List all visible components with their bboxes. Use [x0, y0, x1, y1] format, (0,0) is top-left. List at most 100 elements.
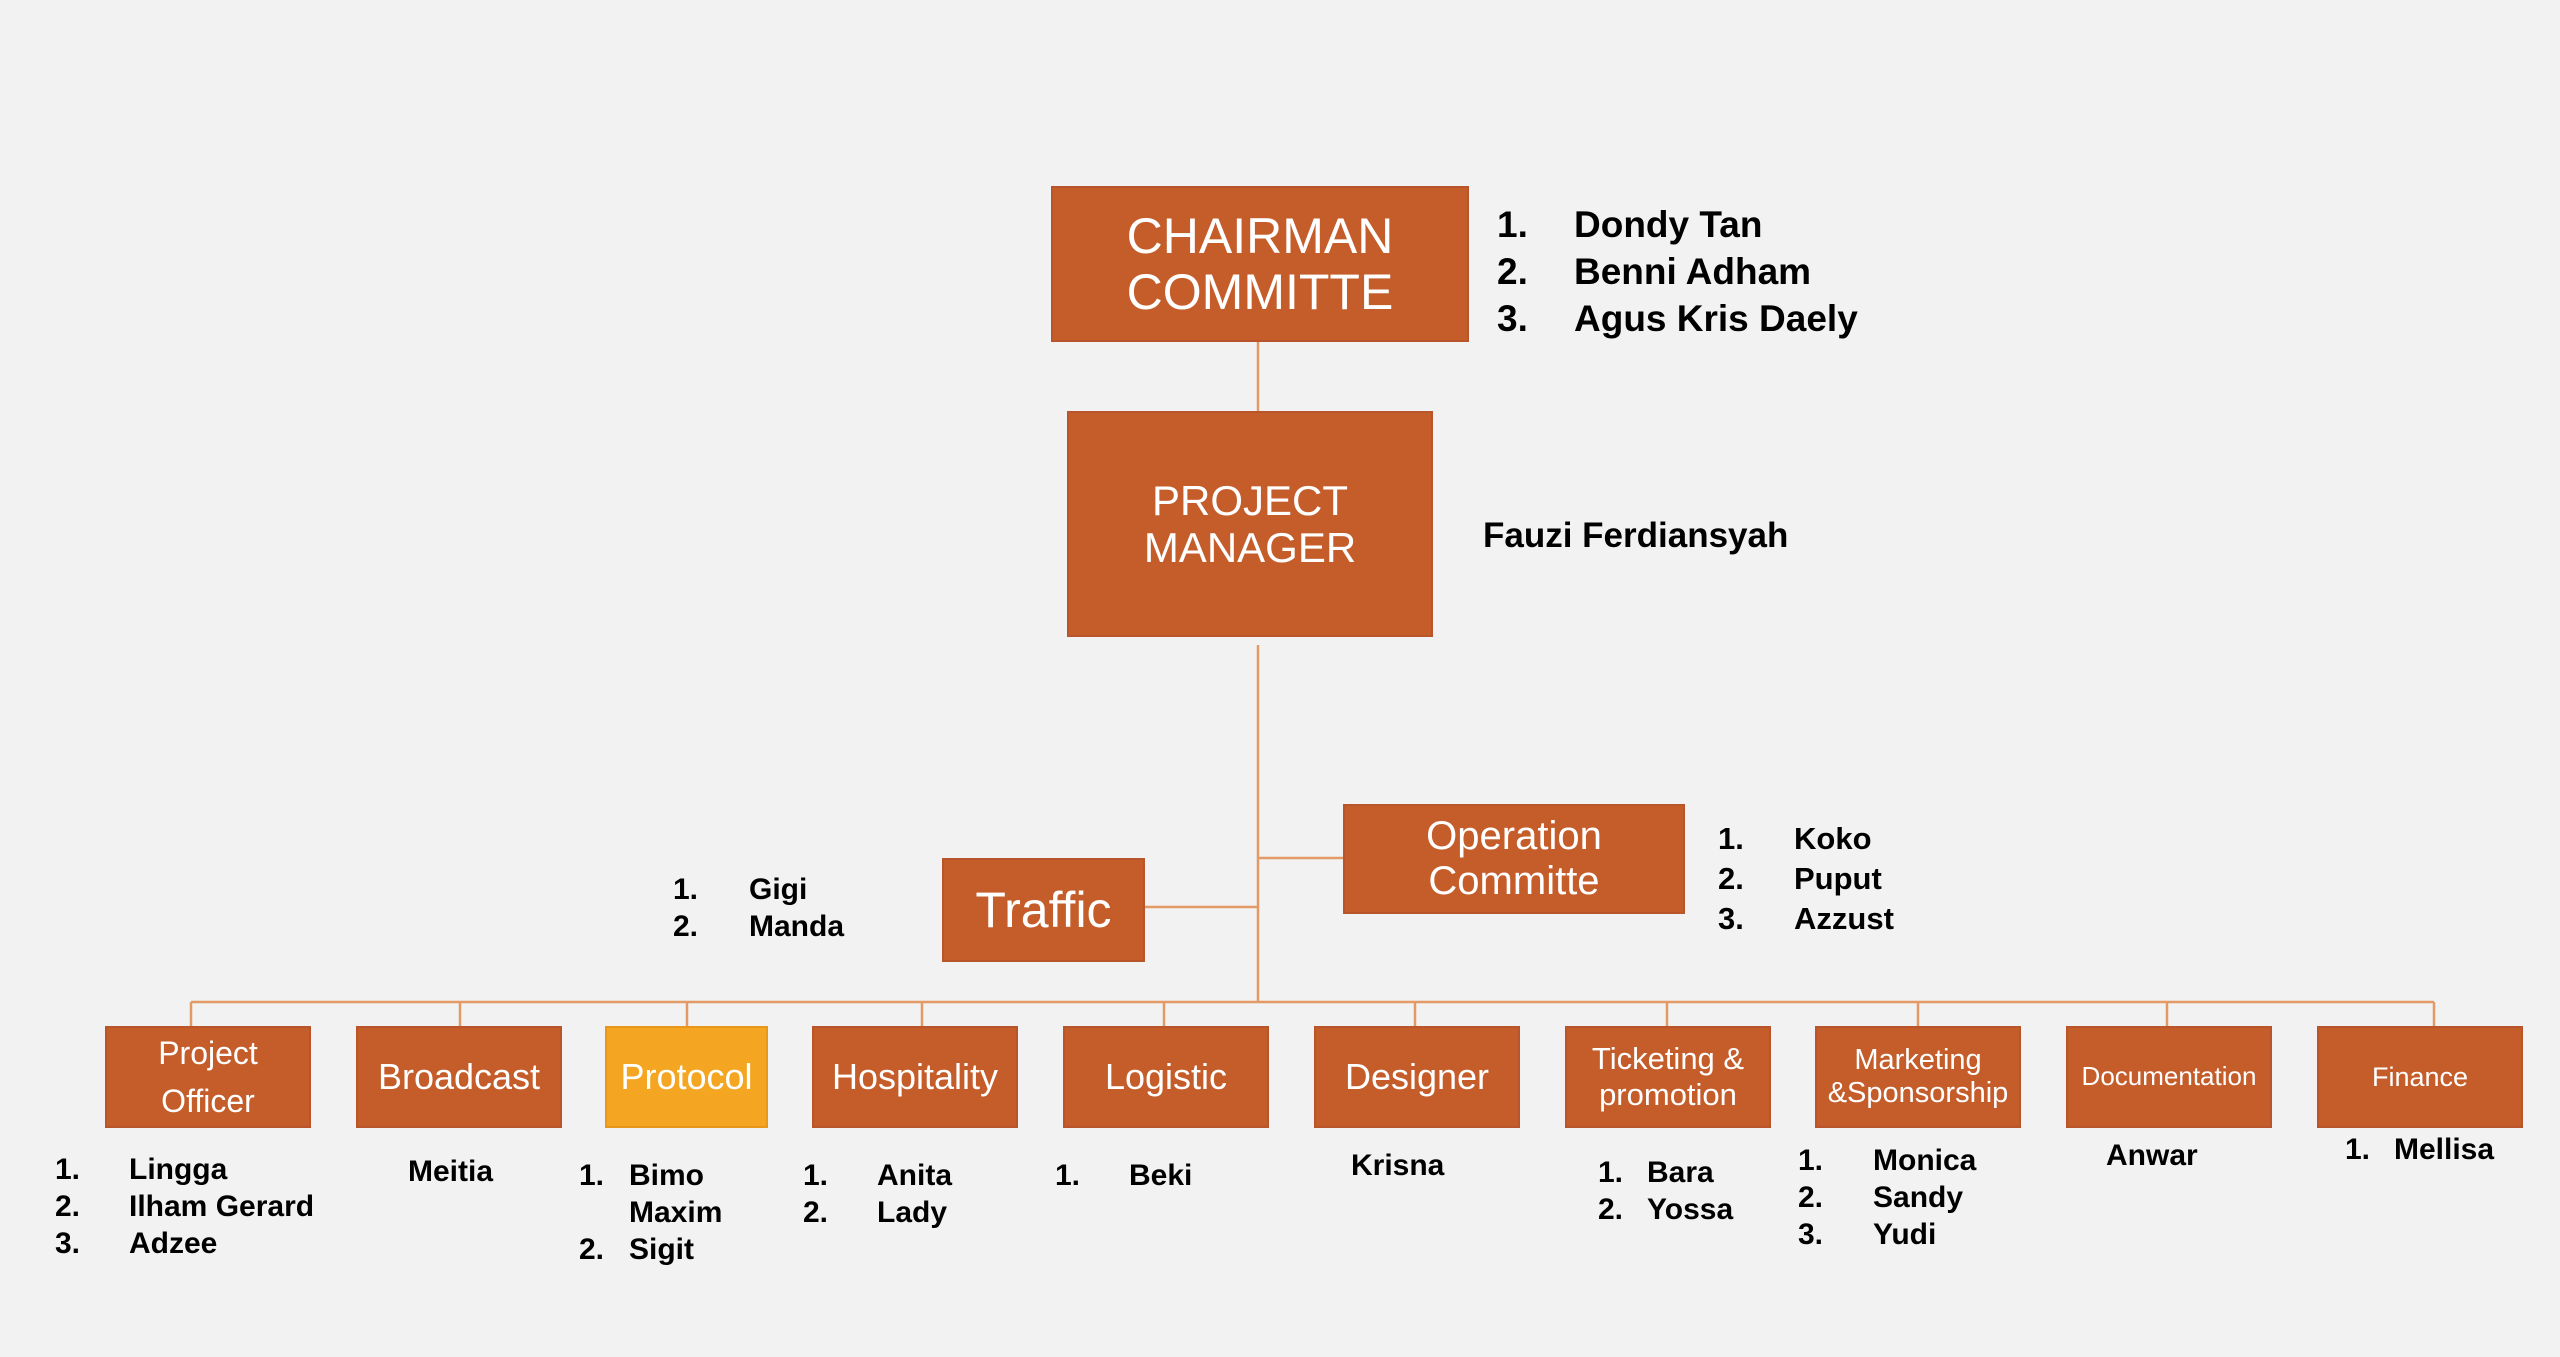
member-name: Puput	[1794, 861, 1882, 896]
list-item: 2. Puput	[1718, 859, 1894, 899]
list-number: 2.	[1718, 861, 1744, 896]
list-item: 3. Azzust	[1718, 899, 1894, 939]
marketing-members: 1. Monica 2.Sandy 3. Yudi	[1798, 1142, 1976, 1253]
division-label: Documentation	[2081, 1061, 2257, 1092]
list-item: 1.Bimo	[579, 1157, 722, 1194]
division-label-line1: Ticketing &	[1591, 1041, 1745, 1077]
ticketing-members: 1.Bara 2. Yossa	[1598, 1154, 1733, 1228]
list-item: 1.Bara	[1598, 1154, 1733, 1191]
member-name: Benni Adham	[1574, 251, 1812, 292]
division-label: Protocol	[620, 1055, 753, 1097]
list-item: Maxim	[579, 1194, 722, 1231]
member-name: Anwar	[2106, 1139, 2198, 1172]
list-number: 2.	[55, 1190, 81, 1223]
member-name: Bara	[1647, 1156, 1714, 1189]
division-label: Designer	[1344, 1055, 1490, 1097]
member-name: Lingga	[129, 1153, 228, 1186]
division-label: Hospitality	[831, 1055, 999, 1097]
list-number: 2.	[803, 1196, 829, 1229]
operation-members: 1. Koko 2. Puput 3. Azzust	[1718, 819, 1894, 939]
list-item: 2.Manda	[673, 908, 844, 945]
hospitality-members: 1.Anita 2. Lady	[803, 1157, 952, 1231]
list-number: 1.	[1497, 204, 1528, 245]
project-manager-member: Fauzi Ferdiansyah	[1483, 516, 1789, 555]
list-number: 3.	[1718, 901, 1744, 936]
list-item: 3.Agus Kris Daely	[1497, 295, 1858, 342]
member-name: Agus Kris Daely	[1574, 298, 1858, 339]
chairman-committe-box: CHAIRMAN COMMITTE	[1051, 186, 1469, 342]
member-name: Gigi	[749, 873, 808, 906]
division-protocol-box: Protocol	[605, 1026, 768, 1128]
list-item: Anwar	[2106, 1137, 2198, 1174]
list-number: 2.	[579, 1233, 605, 1266]
list-item: Meitia	[408, 1153, 493, 1190]
project-manager-label-line2: MANAGER	[1143, 524, 1357, 571]
division-ticketing-box: Ticketing & promotion	[1565, 1026, 1771, 1128]
list-item: 2.Sandy	[1798, 1179, 1976, 1216]
member-name: Beki	[1129, 1159, 1193, 1192]
member-name: Koko	[1794, 821, 1872, 856]
division-label-line2: Officer	[161, 1083, 255, 1119]
division-hospitality-box: Hospitality	[812, 1026, 1018, 1128]
list-item: 2. Ilham Gerard	[55, 1188, 314, 1225]
operation-label-line2: Committe	[1428, 859, 1600, 903]
list-item: 3.Adzee	[55, 1225, 314, 1262]
project-officer-members: 1.Lingga 2. Ilham Gerard 3.Adzee	[55, 1151, 314, 1262]
list-item: 1. Mellisa	[2345, 1131, 2494, 1168]
list-item: 1.Gigi	[673, 871, 844, 908]
list-number: 2.	[1497, 251, 1528, 292]
division-label: Finance	[2371, 1061, 2469, 1092]
operation-label-line1: Operation	[1426, 814, 1602, 859]
division-label-line1: Project	[158, 1035, 258, 1071]
list-number: 2.	[1598, 1193, 1624, 1226]
member-name: Ilham Gerard	[129, 1190, 315, 1223]
protocol-members: 1.Bimo Maxim 2.Sigit	[579, 1157, 722, 1268]
project-manager-label-line1: PROJECT	[1151, 476, 1348, 524]
division-designer-box: Designer	[1314, 1026, 1520, 1128]
member-name: Maxim	[629, 1196, 723, 1229]
chairman-label-line1: CHAIRMAN	[1126, 208, 1394, 264]
list-number: 3.	[55, 1227, 81, 1260]
member-name: Yudi	[1873, 1218, 1937, 1251]
member-name: Azzust	[1794, 901, 1894, 936]
division-marketing-box: Marketing &Sponsorship	[1815, 1026, 2021, 1128]
broadcast-members: Meitia	[408, 1153, 493, 1190]
member-name: Krisna	[1351, 1149, 1445, 1182]
member-name: Anita	[877, 1159, 952, 1192]
list-item: 1.Anita	[803, 1157, 952, 1194]
traffic-members: 1.Gigi 2.Manda	[673, 871, 844, 945]
division-label-line1: Marketing	[1854, 1043, 1982, 1076]
traffic-box: Traffic	[942, 858, 1145, 962]
division-label: Logistic	[1104, 1055, 1228, 1097]
list-item: Krisna	[1351, 1147, 1444, 1184]
list-number: 2.	[1798, 1181, 1824, 1214]
member-name: Monica	[1873, 1144, 1977, 1177]
list-number: 1.	[1055, 1159, 1081, 1192]
division-broadcast-box: Broadcast	[356, 1026, 562, 1128]
division-label: Broadcast	[377, 1055, 541, 1097]
member-name: Dondy Tan	[1574, 204, 1763, 245]
member-name: Yossa	[1647, 1193, 1734, 1226]
member-name: Mellisa	[2394, 1133, 2495, 1166]
division-finance-box: Finance	[2317, 1026, 2523, 1128]
division-documentation-box: Documentation	[2066, 1026, 2272, 1128]
member-name: Lady	[877, 1196, 948, 1229]
operation-committe-box: Operation Committe	[1343, 804, 1685, 914]
list-item: 2.Sigit	[579, 1231, 722, 1268]
list-number: 1.	[2345, 1133, 2371, 1166]
list-item: 1. Beki	[1055, 1157, 1192, 1194]
list-number: 1.	[1798, 1144, 1824, 1177]
list-item: 2. Lady	[803, 1194, 952, 1231]
list-item: 3. Yudi	[1798, 1216, 1976, 1253]
list-number: 3.	[1798, 1218, 1824, 1251]
member-name: Meitia	[408, 1155, 494, 1188]
division-label-line2: &Sponsorship	[1827, 1077, 2009, 1109]
list-number: 1.	[1718, 821, 1744, 856]
finance-members: 1. Mellisa	[2345, 1131, 2494, 1168]
division-project-officer-box: Project Officer	[105, 1026, 311, 1128]
list-item: 2. Benni Adham	[1497, 248, 1858, 295]
division-label-line2: promotion	[1599, 1077, 1737, 1112]
list-item: 1.Lingga	[55, 1151, 314, 1188]
chairman-members: 1. Dondy Tan 2. Benni Adham 3.Agus Kris Da…	[1497, 201, 1858, 342]
